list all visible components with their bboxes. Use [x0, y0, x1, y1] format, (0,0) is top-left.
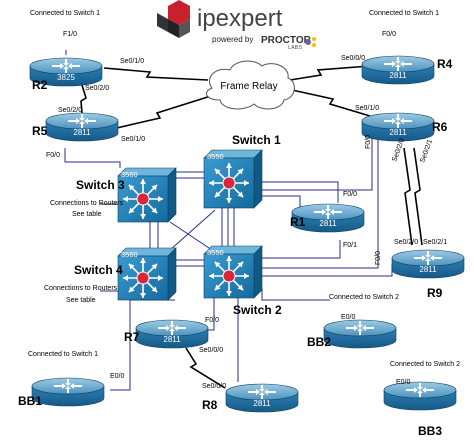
bb2-e0-0-label: E0/0 [341, 314, 356, 321]
switch-sw1-model: 3550 [207, 152, 224, 161]
r7-f0-0-label: F0/0 [205, 317, 219, 324]
switch-sw4-model: 3560 [121, 250, 138, 259]
ipexpert-logo: ipexpert powered by PROCTOR LABS [157, 0, 316, 51]
bb3-name: BB3 [418, 424, 442, 438]
bb1-name: BB1 [18, 394, 42, 408]
router-r6[interactable]: 2811 [361, 112, 435, 142]
router-r8-model: 2811 [253, 399, 271, 408]
routers-layer: 3825 2811 2811 2811 2811 2811 2811 2811 [29, 55, 465, 413]
logo-partner-sub: LABS [288, 45, 302, 51]
router-r9[interactable]: 2811 [391, 249, 465, 279]
r6-se0-2-1-label: Se0/2/1 [419, 139, 434, 164]
switch-sw4[interactable]: 3560 [117, 247, 177, 301]
router-arrows-icon [68, 114, 96, 128]
r6-f0-0-label: F0/0 [365, 135, 372, 149]
router-r1[interactable]: 2811 [291, 203, 365, 233]
frame-relay-label: Frame Relay [220, 81, 277, 92]
logo-powered-by: powered by [212, 35, 253, 44]
router-r7-model: 2811 [163, 335, 181, 344]
router-r8[interactable]: 2811 [225, 383, 299, 413]
r9-name: R9 [427, 286, 443, 300]
r5-se0-1-0-label: Se0/1/0 [121, 136, 145, 143]
router-arrows-icon [384, 57, 412, 71]
switch-sw1[interactable]: 3550 [203, 149, 263, 209]
bb1-e0-0-label: E0/0 [110, 373, 125, 380]
switch-hub-icon [123, 258, 163, 298]
router-r6-model: 2811 [389, 128, 407, 137]
switch-sw3[interactable]: 3560 [117, 167, 177, 223]
router-arrows-icon [414, 251, 442, 265]
r4-name: R4 [437, 57, 453, 71]
logo-brand: ipexpert [197, 5, 283, 32]
router-r7[interactable]: 2811 [135, 319, 209, 349]
r1-f0-0-label: F0/0 [343, 191, 357, 198]
router-r5-model: 2811 [73, 128, 91, 137]
switch-hub-icon [209, 163, 249, 203]
bb2-connected-label: Connected to Switch 2 [329, 294, 399, 301]
r2-f1-0-label: F1/0 [63, 31, 77, 38]
r9-f0-0-label: F0/0 [375, 251, 382, 265]
router-r5[interactable]: 2811 [45, 112, 119, 142]
r4-connected-label: Connected to Switch 1 [369, 10, 439, 17]
router-bb3[interactable] [383, 381, 457, 411]
switches-layer: 3550 3550 3560 3560 [117, 149, 263, 301]
r5-se0-2-0-label: Se0/2/0 [58, 107, 82, 114]
bb1-connected-label: Connected to Switch 1 [28, 351, 98, 358]
r2-connected-label: Connected to Switch 1 [30, 10, 100, 17]
router-arrows-icon [406, 383, 434, 397]
router-r2[interactable]: 3825 [29, 57, 103, 87]
switch2-name: Switch 2 [233, 303, 282, 317]
switch4-conn-note: Connections to Routers [44, 285, 118, 292]
r2-se0-1-0-label: Se0/1/0 [120, 58, 144, 65]
serial-links [80, 65, 423, 389]
switch3-name: Switch 3 [76, 178, 125, 192]
switch4-see-table: See table [66, 297, 96, 304]
r8-name: R8 [202, 398, 218, 412]
router-arrows-icon [54, 379, 82, 393]
r2-se0-2-0-label: Se0/2/0 [85, 85, 109, 92]
router-r4-model: 2811 [389, 71, 407, 80]
r1-f0-1-label: F0/1 [343, 242, 357, 249]
router-r9-model: 2811 [419, 265, 437, 274]
r6-se0-1-0-label: Se0/1/0 [355, 105, 379, 112]
switch3-conn-note: Connections to Routers [50, 200, 124, 207]
r4-f0-0-label: F0/0 [382, 31, 396, 38]
router-arrows-icon [158, 321, 186, 335]
switch-sw3-model: 3560 [121, 170, 138, 179]
switch4-name: Switch 4 [74, 263, 123, 277]
r7-name: R7 [124, 330, 140, 344]
router-arrows-icon [384, 114, 412, 128]
logo-partner: PROCTOR [261, 35, 312, 46]
switch-hub-icon [123, 179, 163, 219]
switch-sw2-model: 3550 [207, 248, 224, 257]
r7-se0-0-0-label: Se0/0/0 [199, 347, 223, 354]
r2-name: R2 [32, 78, 48, 92]
r5-f0-0-label: F0/0 [46, 152, 60, 159]
r4-se0-0-0-label: Se0/0/0 [341, 55, 365, 62]
router-arrows-icon [52, 59, 80, 73]
switch1-name: Switch 1 [232, 133, 281, 147]
router-r1-model: 2811 [319, 219, 337, 228]
r8-se0-0-0-label: Se0/0/0 [202, 383, 226, 390]
r6-name: R6 [432, 120, 448, 134]
router-bb1[interactable] [31, 377, 105, 407]
router-bb2[interactable] [323, 319, 397, 349]
r9-se0-2-0-label: Se0/2/0 [394, 239, 418, 246]
router-arrows-icon [248, 385, 276, 399]
router-arrows-icon [314, 205, 342, 219]
switch3-see-table: See table [72, 211, 102, 218]
r9-se0-2-1-label: Se0/2/1 [423, 239, 447, 246]
r5-name: R5 [32, 124, 48, 138]
switch-sw2[interactable]: 3550 [203, 245, 263, 299]
bb3-e0-0-label: E0/0 [396, 379, 411, 386]
router-arrows-icon [346, 321, 374, 335]
bb2-name: BB2 [307, 335, 331, 349]
bb3-connected-label: Connected to Switch 2 [390, 361, 460, 368]
router-r2-model: 3825 [57, 73, 75, 82]
router-r4[interactable]: 2811 [361, 55, 435, 85]
frame-relay-cloud: Frame Relay [205, 60, 295, 110]
r1-name: R1 [290, 215, 306, 229]
switch-hub-icon [209, 256, 249, 296]
